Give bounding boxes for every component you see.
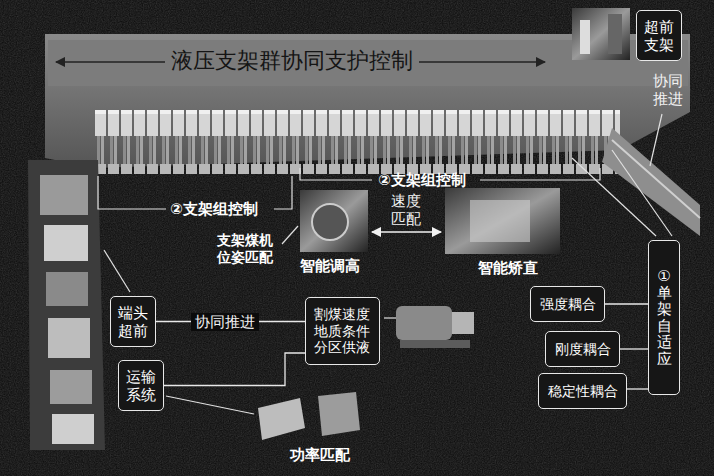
text-label: 支架煤机 位姿匹配: [216, 232, 273, 266]
box-text: 运输 系统: [126, 368, 157, 404]
photo: [445, 188, 560, 254]
box-text: 刚度耦合: [555, 341, 611, 358]
label-box: 端头 超前: [110, 296, 156, 347]
face-end-part: [52, 414, 94, 444]
label-box: 运输 系统: [118, 360, 164, 411]
box-text: 割煤速度 地质条件 分区供液: [314, 306, 371, 356]
connector: [164, 353, 305, 386]
label-box: 稳定性耦合: [538, 373, 627, 409]
box-text: 超前 支架: [644, 18, 675, 54]
speed-arrow: [372, 231, 441, 233]
leader-line: [384, 317, 396, 318]
text-label: ②支架组控制: [170, 200, 258, 218]
advance-support: [602, 128, 700, 236]
photo: [300, 190, 368, 252]
advance-rail: [612, 140, 700, 218]
conveyor-drive: [318, 392, 360, 436]
pump-motor: [396, 306, 452, 340]
pump-head: [452, 312, 474, 334]
photo-detail: [580, 20, 590, 54]
text-label: 功率匹配: [290, 446, 350, 464]
box-text: 强度耦合: [540, 296, 596, 313]
label-box: 强度耦合: [530, 286, 605, 322]
connector: [620, 348, 648, 349]
pump-base: [400, 340, 470, 348]
connector: [605, 303, 648, 304]
support-row: [95, 110, 620, 174]
edge-label: 协同推进: [191, 313, 259, 331]
leader-line: [612, 150, 672, 236]
leader-line: [572, 158, 656, 236]
text-label: 液压支架群协同支护控制: [165, 48, 419, 74]
face-end-part: [48, 318, 90, 358]
leader-line: [282, 226, 298, 244]
text-label: ②支架组控制: [378, 171, 466, 189]
photo: [572, 8, 630, 60]
photo-detail: [470, 200, 530, 242]
shearer: [258, 398, 305, 440]
face-end-part: [46, 272, 88, 306]
group-bracket: [274, 176, 292, 209]
leader-line: [104, 250, 130, 292]
photo-detail: [608, 14, 622, 54]
text-label: 协同 推进: [653, 72, 684, 108]
vertical-box: ①单架自适应: [648, 240, 680, 395]
group-bracket: [98, 176, 166, 209]
text-label: 速度 匹配: [391, 192, 422, 228]
text-label: 智能矫直: [478, 259, 538, 277]
label-box: 刚度耦合: [545, 331, 620, 367]
face-end: [28, 160, 105, 450]
box-text: ①单架自适应: [657, 268, 672, 367]
leader-line: [166, 396, 254, 414]
photo-detail: [312, 204, 348, 240]
text-label: 智能调高: [300, 257, 360, 275]
connector: [627, 388, 648, 389]
group-bracket: [300, 168, 372, 180]
face-end-part: [50, 370, 92, 404]
label-box: 割煤速度 地质条件 分区供液: [305, 297, 380, 365]
box-text: 端头 超前: [118, 304, 149, 340]
label-box: 超前 支架: [636, 10, 682, 61]
group-bracket: [480, 168, 600, 180]
leader-line: [650, 114, 662, 166]
face-end-part: [40, 175, 88, 215]
box-text: 稳定性耦合: [548, 383, 618, 400]
face-end-part: [44, 225, 88, 261]
